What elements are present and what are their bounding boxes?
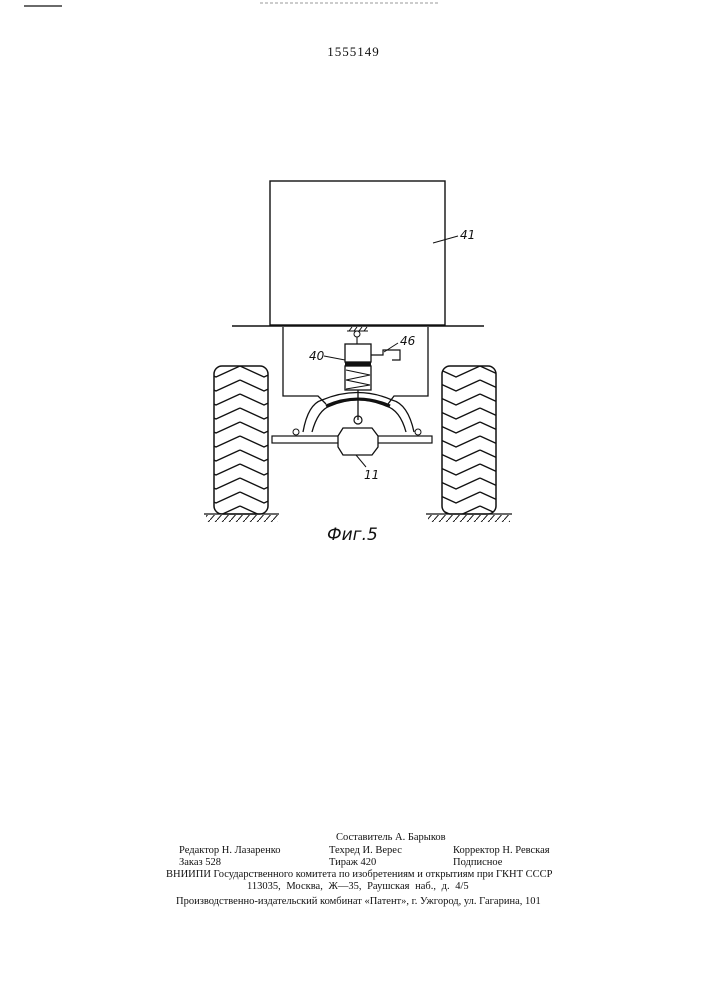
publisher-line: Производственно-издательский комбинат «П…: [176, 895, 541, 908]
label-41: 41: [460, 228, 475, 242]
bracket-leader-line: [384, 343, 398, 352]
figure-caption: Фиг.5: [327, 525, 378, 545]
ground-left: [204, 514, 279, 522]
axle-leader-line: [356, 455, 366, 467]
page-top-rule: [24, 3, 440, 6]
upper-pivot: [347, 327, 368, 344]
left-wheel: [214, 366, 268, 514]
ground-right: [426, 514, 512, 522]
compiler-line: Составитель А. Барыков: [336, 831, 446, 844]
address-line: 113035, Москва, Ж—35, Раушская наб., д. …: [247, 880, 469, 893]
spring-damper-unit: [345, 344, 371, 420]
axle: [272, 428, 432, 455]
right-wheel: [442, 366, 496, 514]
label-46: 46: [400, 334, 416, 348]
label-40: 40: [309, 349, 325, 363]
spring-leader-line: [324, 356, 345, 360]
label-11: 11: [364, 468, 379, 482]
cargo-body: [270, 181, 445, 325]
